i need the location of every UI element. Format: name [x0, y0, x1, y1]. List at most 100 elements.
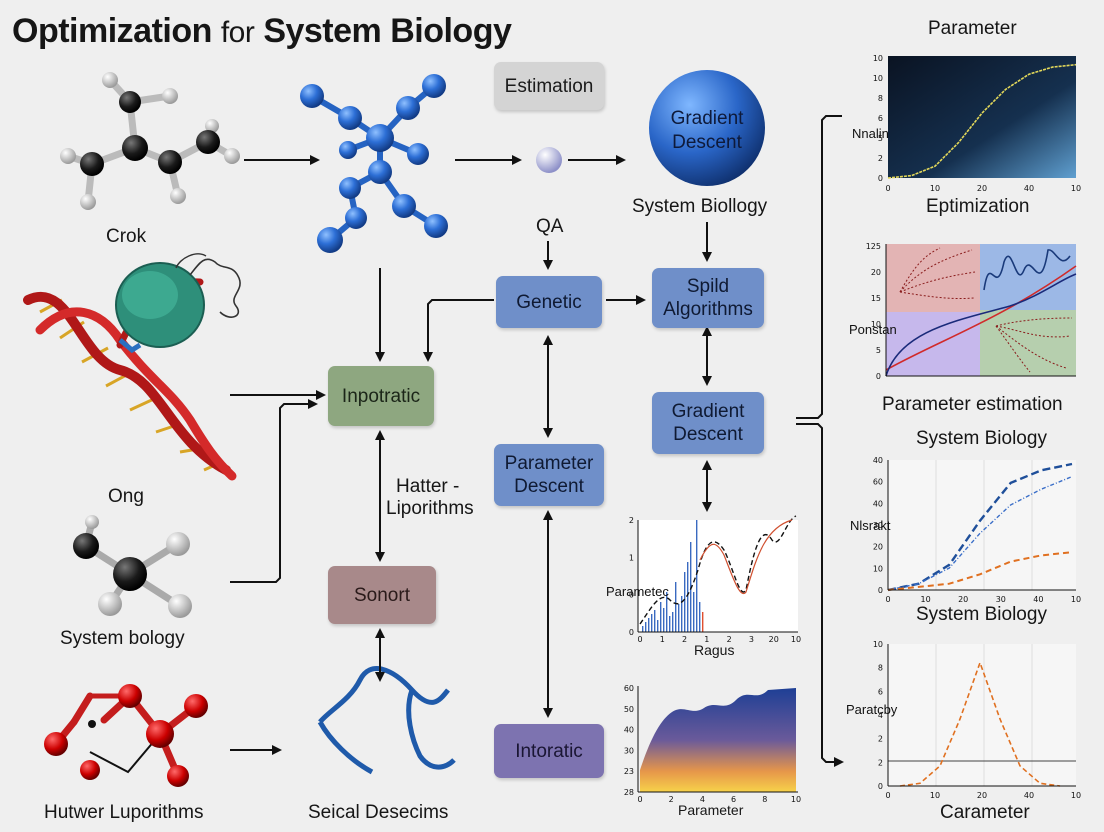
chart-1-y-tick-1: 2 — [878, 154, 883, 163]
box-intoratic[interactable]: Intoratic — [494, 724, 604, 778]
chart-5-plot — [638, 520, 798, 632]
chart-3-title: System Biology — [916, 428, 1047, 449]
chart-4-y-tick-0: 0 — [878, 782, 883, 791]
chart-5-x-tick-7: 10 — [791, 635, 801, 644]
chart-6-xlabel: Parameter — [678, 802, 744, 818]
label-qa: QA — [536, 216, 564, 237]
chart-1-x-tick-0: 0 — [885, 184, 890, 193]
chart-5-bar — [675, 582, 677, 632]
chart-3-x-tick-1: 10 — [921, 595, 931, 604]
chart-5-x-tick-5: 3 — [749, 635, 754, 644]
chart-5-y-tick-0: 0 — [629, 628, 634, 637]
chart-5-ylabel: Parametec — [606, 584, 669, 599]
label-seical-desecims: Seical Desecims — [308, 802, 449, 823]
chart-5-xlabel: Ragus — [694, 642, 735, 658]
box-inpotratic[interactable]: Inpotratic — [328, 366, 434, 426]
chart-6-x-tick-1: 2 — [669, 795, 674, 804]
title-part-2: for — [220, 16, 255, 49]
chart-5-x-tick-4: 2 — [727, 635, 732, 644]
chart-5-bar — [663, 608, 665, 632]
chart-6-x-tick-3: 6 — [731, 795, 736, 804]
chart-3-y-tick-5: 60 — [873, 478, 883, 487]
dna-helix — [23, 253, 241, 481]
chart-3-y-tick-2: 20 — [873, 543, 883, 552]
chart-1-y-tick-2: 5 — [878, 134, 883, 143]
chart-4-x-tick-1: 10 — [930, 791, 940, 800]
label-hutwer-luporithms: Hutwer Luporithms — [44, 802, 204, 823]
label-liporithms: Liporithms — [386, 498, 474, 519]
chart-5-x-tick-3: 1 — [704, 635, 709, 644]
chart-6-y-tick-4: 50 — [624, 705, 634, 714]
chart-4-y-tick-1: 2 — [878, 758, 883, 767]
chart-5-x-tick-6: 20 — [769, 635, 779, 644]
chart-1-series-line — [887, 63, 1077, 179]
chart-6-area — [640, 688, 796, 792]
molecule-crok — [60, 72, 240, 210]
box-spild-line1: Spild — [686, 276, 730, 297]
chart-2-y-tick-0: 0 — [876, 372, 881, 381]
chart-3-x-tick-4: 40 — [1033, 595, 1043, 604]
box-sonort[interactable]: Sonort — [328, 566, 436, 624]
chart-2-quadrant-br — [980, 310, 1076, 376]
chart-1-y-tick-0: 0 — [878, 174, 883, 183]
chart-5-bar — [690, 542, 692, 632]
chart-5-bar — [645, 622, 647, 632]
chart-4-x-tick-2: 20 — [977, 791, 987, 800]
chart-2-y-tick-2: 10 — [871, 320, 881, 329]
chart-3-y-tick-4: 40 — [873, 499, 883, 508]
chart-3-x-tick-5: 10 — [1071, 595, 1081, 604]
chart-6-x-tick-2: 4 — [700, 795, 705, 804]
chart-5-bar — [684, 572, 686, 632]
connector-arrows — [230, 115, 844, 767]
label-crok: Crok — [106, 226, 147, 247]
chart-4-x-tick-3: 40 — [1024, 791, 1034, 800]
chart-2-y-tick-4: 20 — [871, 268, 881, 277]
chart-5-y-tick-1: 0 — [629, 591, 634, 600]
chart-4-x-tick-4: 10 — [1071, 791, 1081, 800]
chart-3-y-tick-6: 40 — [873, 456, 883, 465]
label-hatter: Hatter - — [396, 476, 460, 497]
chart-6-y-tick-3: 40 — [624, 726, 634, 735]
chart-1-y-tick-3: 6 — [878, 114, 883, 123]
chart-3-y-tick-1: 10 — [873, 564, 883, 573]
box-gradient-descent-line1: Gradient — [671, 401, 745, 422]
box-gradient-descent-line2: Descent — [673, 424, 743, 445]
box-estimation[interactable]: Estimation — [494, 62, 604, 110]
chart-4-y-tick-6: 10 — [873, 640, 883, 649]
chart-2-scatter-fans — [899, 247, 1073, 373]
chart-1-x-tick-1: 10 — [930, 184, 940, 193]
chart-5-bar — [660, 602, 662, 632]
chart-4-ylabel: Paratcby — [846, 702, 898, 717]
chart-3-x-tick-2: 20 — [958, 595, 968, 604]
chart-1-x-tick-4: 10 — [1071, 184, 1081, 193]
chart-5-trend — [639, 515, 797, 625]
chart-5-bar — [648, 618, 650, 632]
chart-6-y-tick-2: 30 — [624, 746, 634, 755]
chart-2-xlabel: Parameter estimation — [882, 394, 1063, 415]
chart-3-y-tick-3: 30 — [873, 521, 883, 530]
chart-2-red-line — [885, 265, 1077, 371]
box-spild-line2: Algorithms — [663, 299, 753, 320]
chart-4-y-tick-5: 8 — [878, 664, 883, 673]
chart-3-x-tick-3: 30 — [996, 595, 1006, 604]
chart-5-bar — [693, 592, 695, 632]
box-parameter-descent-line2: Descent — [514, 476, 584, 497]
chart-5-bar — [702, 612, 704, 632]
chart-2-y-tick-5: 125 — [866, 242, 881, 251]
chart-1-y-tick-6: 10 — [873, 54, 883, 63]
chart-5-bar — [699, 602, 701, 632]
chart-5-bar — [669, 616, 671, 632]
chart-5-bar — [651, 614, 653, 632]
chart-1-plot — [888, 56, 1076, 178]
chart-1-x-tick-3: 40 — [1024, 184, 1034, 193]
box-genetic[interactable]: Genetic — [496, 276, 602, 328]
chart-5-x-tick-0: 0 — [637, 635, 642, 644]
chart-5-x-tick-1: 1 — [660, 635, 665, 644]
chart-4-x-tick-0: 0 — [885, 791, 890, 800]
